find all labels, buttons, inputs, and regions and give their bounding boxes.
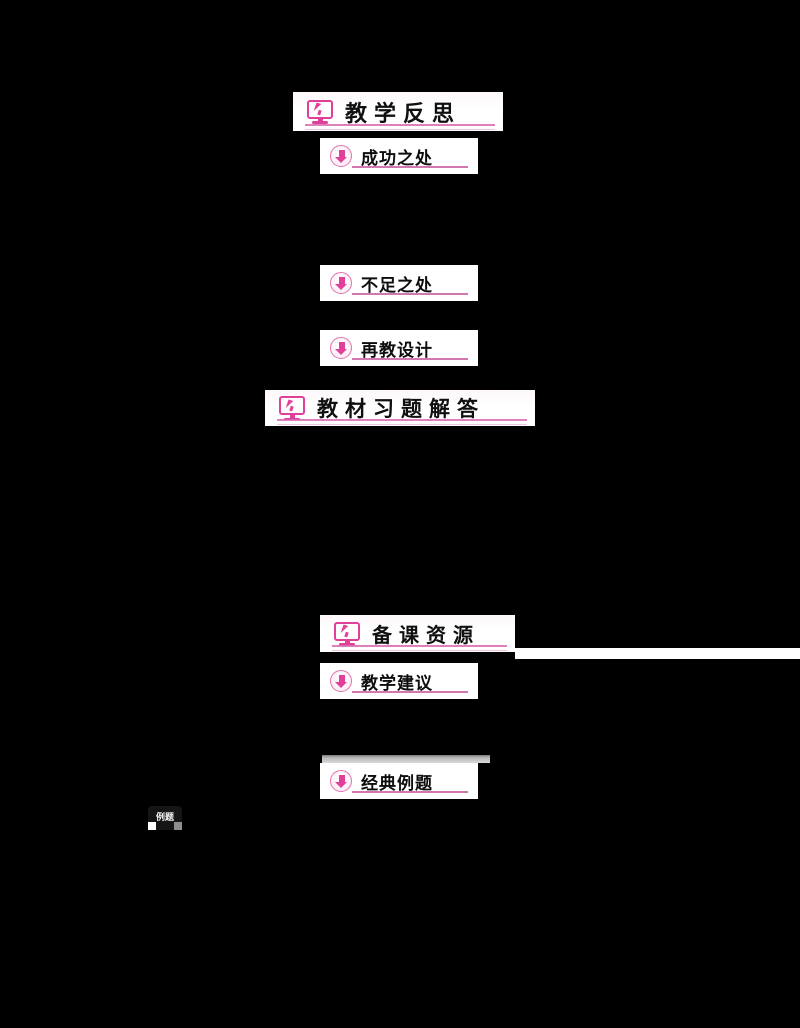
sub-item-underline xyxy=(352,293,468,295)
sub-item-teaching-suggestions[interactable]: 教学建议 xyxy=(320,663,478,699)
sub-item-reteaching-design[interactable]: 再教设计 xyxy=(320,330,478,366)
badge-corner-left xyxy=(148,822,156,830)
section-header-lesson-prep-resources[interactable]: 备课资源 xyxy=(320,615,515,652)
example-badge: 例题 xyxy=(148,806,182,830)
download-circle-icon xyxy=(330,337,352,359)
sub-item-label: 不足之处 xyxy=(361,275,433,296)
section-header-teaching-reflection[interactable]: 教学反思 xyxy=(293,92,503,131)
monitor-icon xyxy=(307,99,333,124)
sub-item-success-points[interactable]: 成功之处 xyxy=(320,138,478,174)
sub-item-label: 成功之处 xyxy=(361,148,433,169)
monitor-icon xyxy=(279,396,305,420)
sub-item-label: 经典例题 xyxy=(361,773,433,794)
section-header-title: 教材习题解答 xyxy=(317,396,485,421)
download-circle-icon xyxy=(330,272,352,294)
sub-item-classic-examples[interactable]: 经典例题 xyxy=(320,763,478,799)
header-underline xyxy=(277,419,527,421)
sub-item-underline xyxy=(352,166,468,168)
download-circle-icon xyxy=(330,145,352,167)
header-underline xyxy=(332,645,507,647)
header-underline xyxy=(305,124,495,126)
section-header-title: 教学反思 xyxy=(345,100,462,127)
sub-item-shortcomings[interactable]: 不足之处 xyxy=(320,265,478,301)
page-scan-artifact-strip xyxy=(322,755,490,763)
example-badge-label: 例题 xyxy=(155,812,174,823)
sub-item-underline xyxy=(352,791,468,793)
section-header-title: 备课资源 xyxy=(372,623,480,647)
download-circle-icon xyxy=(330,670,352,692)
header-underline-secondary xyxy=(277,424,527,425)
sub-item-underline xyxy=(352,691,468,693)
monitor-icon xyxy=(334,621,360,646)
header-underline-secondary xyxy=(305,129,495,130)
sub-item-label: 教学建议 xyxy=(361,673,433,694)
download-circle-icon xyxy=(330,770,352,792)
badge-corner-right xyxy=(174,822,182,830)
section-header-textbook-exercise-answers[interactable]: 教材习题解答 xyxy=(265,390,535,426)
sub-item-underline xyxy=(352,358,468,360)
page-scan-strip-right xyxy=(515,648,800,659)
sub-item-label: 再教设计 xyxy=(361,340,433,361)
header-underline-secondary xyxy=(332,650,507,651)
